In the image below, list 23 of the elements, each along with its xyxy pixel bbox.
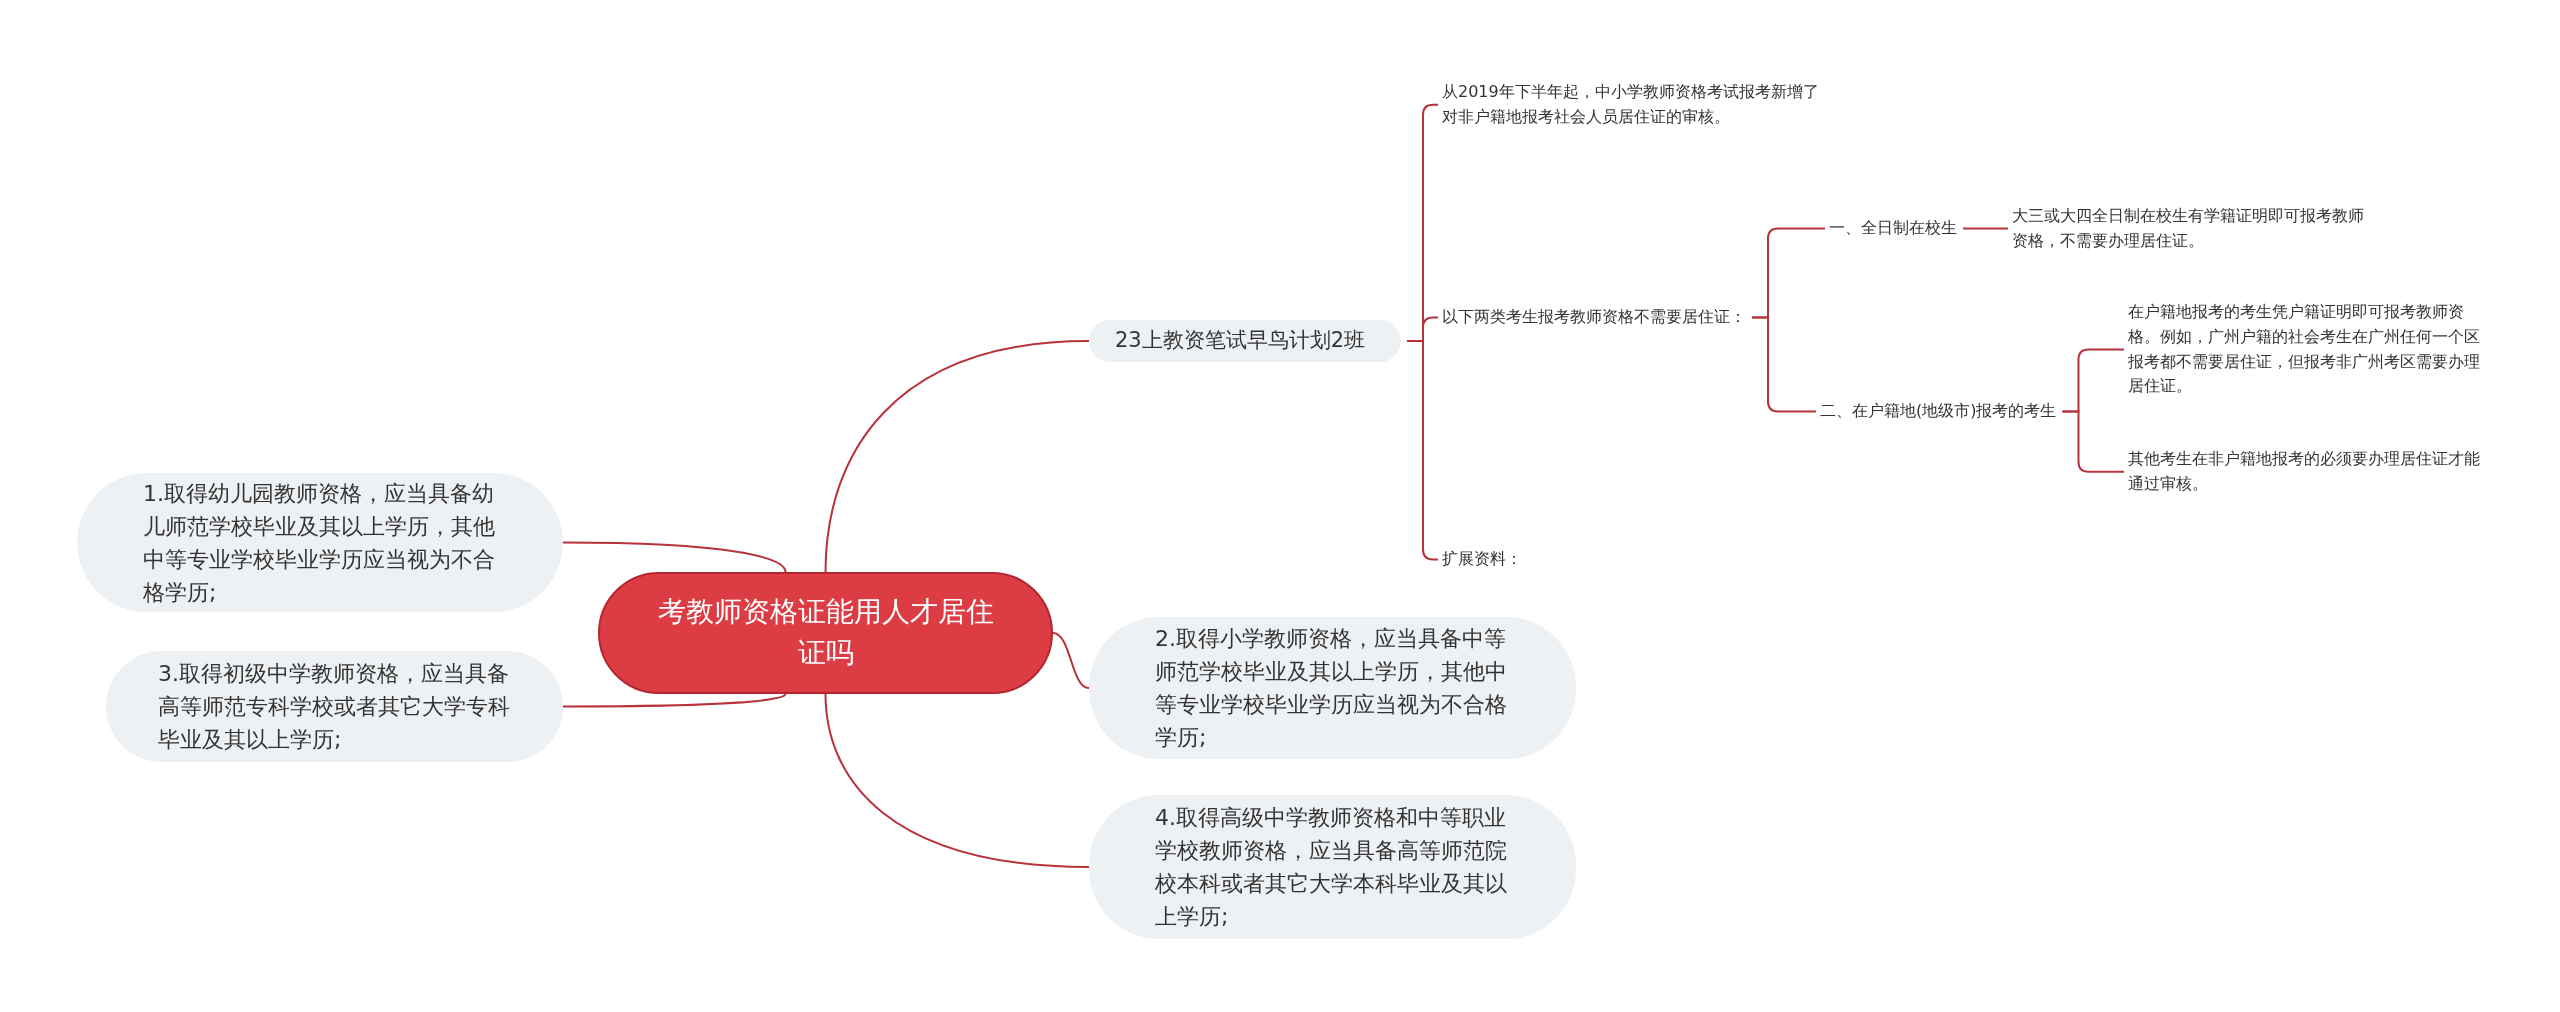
branch-line (562, 693, 787, 708)
branch-line (824, 340, 1090, 573)
topic-text: 大三或大四全日制在校生有学籍证明即可报考教师资格，不需要办理居住证。 (2012, 204, 2377, 254)
topic-label: 4.取得高级中学教师资格和中等职业学校教师资格，应当具备高等师范院校本科或者其它大学本科毕业及其以上学历; (1155, 804, 1508, 931)
topic-text: 一、全日制在校生 (1829, 216, 1957, 241)
topic-text: 二、在户籍地(地级市)报考的考生 (1820, 399, 2057, 424)
topic-text: 从2019年下半年起，中小学教师资格考试报考新增了对非户籍地报考社会人员居住证的审核。 (1442, 80, 1822, 130)
topic-label: 1.取得幼儿园教师资格，应当具备幼儿师范学校毕业及其以上学历，其他中等专业学校毕业学历应当视为不合格学历; (143, 479, 496, 607)
topic-text: 其他考生在非户籍地报考的必须要办理居住证才能通过审核。 (2128, 447, 2493, 497)
topic-text: 在户籍地报考的考生凭户籍证明即可报考教师资格。例如，广州户籍的社会考生在广州任何一个区报考都不需要居住证，但报考非广州考区需要办理居住证。 (2128, 300, 2493, 400)
topic-label: 考教师资格证能用人才居住证吗 (656, 594, 995, 671)
topic-label: 3.取得初级中学教师资格，应当具备高等师范专科学校或者其它大学专科毕业及其以上学历; (158, 660, 511, 754)
branch-line (2061, 410, 2125, 473)
topic-text: 以下两类考生报考教师资格不需要居住证： (1442, 305, 1746, 330)
branch-line (562, 541, 787, 573)
branch-line (1962, 227, 2009, 230)
topic-label: 23上教资笔试早鸟计划2班 (1115, 327, 1366, 355)
branch-line (1751, 316, 1817, 413)
branch-line (824, 693, 1090, 868)
topic-bubble (1089, 320, 1401, 362)
branch-line (1052, 632, 1090, 689)
topic-text: 扩展资料： (1442, 547, 1522, 572)
topic-label: 2.取得小学教师资格，应当具备中等师范学校毕业及其以上学历，其他中等专业学校毕业学历应当视为不合格学历; (1155, 625, 1508, 752)
